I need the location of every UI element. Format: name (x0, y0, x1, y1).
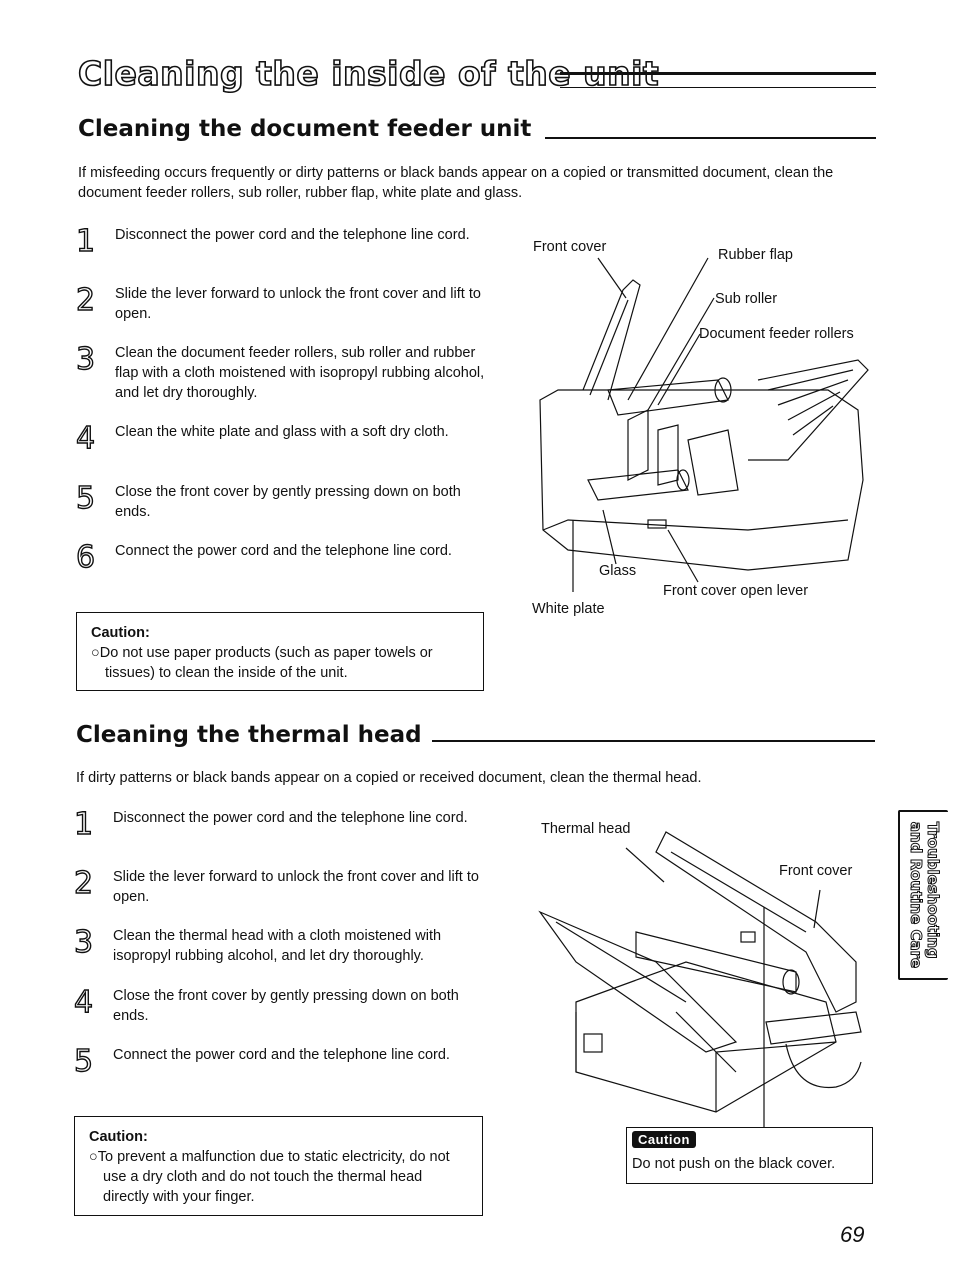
label-sub-roller: Sub roller (715, 291, 778, 307)
label-glass: Glass (599, 563, 637, 579)
step-text: Slide the lever forward to unlock the fr… (115, 286, 481, 322)
caution-title: Caution: (89, 1129, 148, 1145)
label-front-cover: Front cover (533, 239, 607, 255)
caution-box-feeder: Caution: ○Do not use paper products (suc… (76, 612, 484, 691)
step-number: 5 (73, 1044, 94, 1079)
step-text: Connect the power cord and the telephone… (113, 1047, 450, 1063)
step-number: 2 (73, 866, 94, 901)
section-rule-thermal (432, 740, 875, 742)
caution-title: Caution: (91, 625, 150, 641)
step-number: 4 (75, 421, 96, 456)
step-number: 2 (75, 283, 96, 318)
step-number: 1 (75, 224, 96, 259)
step-number: 1 (73, 807, 94, 842)
step-number: 4 (73, 985, 94, 1020)
section-rule-feeder (545, 137, 876, 139)
side-tab-line2: and Routine Care (907, 821, 926, 969)
side-tab: Troubleshooting and Routine Care (898, 810, 948, 980)
step-number: 3 (73, 925, 94, 960)
caution-text: ○To prevent a malfunction due to static … (89, 1149, 450, 1205)
step-text: Clean the thermal head with a cloth mois… (113, 928, 442, 964)
step-text: Connect the power cord and the telephone… (115, 543, 452, 559)
step-text: Close the front cover by gently pressing… (115, 484, 461, 520)
caution-badge: Caution (632, 1131, 696, 1148)
feeder-illustration (539, 257, 869, 592)
step-text: Clean the white plate and glass with a s… (115, 424, 449, 440)
label-feeder-rollers: Document feeder rollers (699, 326, 854, 342)
section-intro-feeder: If misfeeding occurs frequently or dirty… (78, 165, 834, 201)
section-heading-thermal: Cleaning the thermal head (76, 722, 422, 748)
side-tab-label: Troubleshooting and Routine Care (907, 821, 943, 969)
step-text: Close the front cover by gently pressing… (113, 988, 459, 1024)
step-number: 6 (75, 540, 96, 575)
step-text: Disconnect the power cord and the teleph… (113, 810, 468, 826)
label-front-cover-2: Front cover (779, 863, 853, 879)
label-rubber-flap: Rubber flap (718, 247, 793, 263)
step-text: Clean the document feeder rollers, sub r… (115, 345, 485, 401)
side-tab-line1: Troubleshooting (924, 821, 943, 959)
label-white-plate: White plate (532, 601, 605, 617)
thermal-head-illustration (538, 831, 862, 1128)
label-thermal-head: Thermal head (541, 821, 631, 837)
step-number: 5 (75, 481, 96, 516)
title-rule (560, 72, 876, 88)
page-number: 69 (840, 1222, 865, 1247)
caution-box-thermal: Caution: ○To prevent a malfunction due t… (74, 1116, 483, 1216)
step-text: Slide the lever forward to unlock the fr… (113, 869, 479, 905)
caution-text: ○Do not use paper products (such as pape… (91, 645, 433, 681)
step-text: Disconnect the power cord and the teleph… (115, 227, 470, 243)
section-heading-feeder: Cleaning the document feeder unit (78, 116, 532, 142)
section-intro-thermal: If dirty patterns or black bands appear … (76, 770, 702, 786)
figure-caution-text: Do not push on the black cover. (632, 1156, 836, 1172)
figure-caution-box: Caution Do not push on the black cover. (626, 1127, 873, 1184)
step-number: 3 (75, 342, 96, 377)
label-open-lever: Front cover open lever (663, 583, 809, 599)
